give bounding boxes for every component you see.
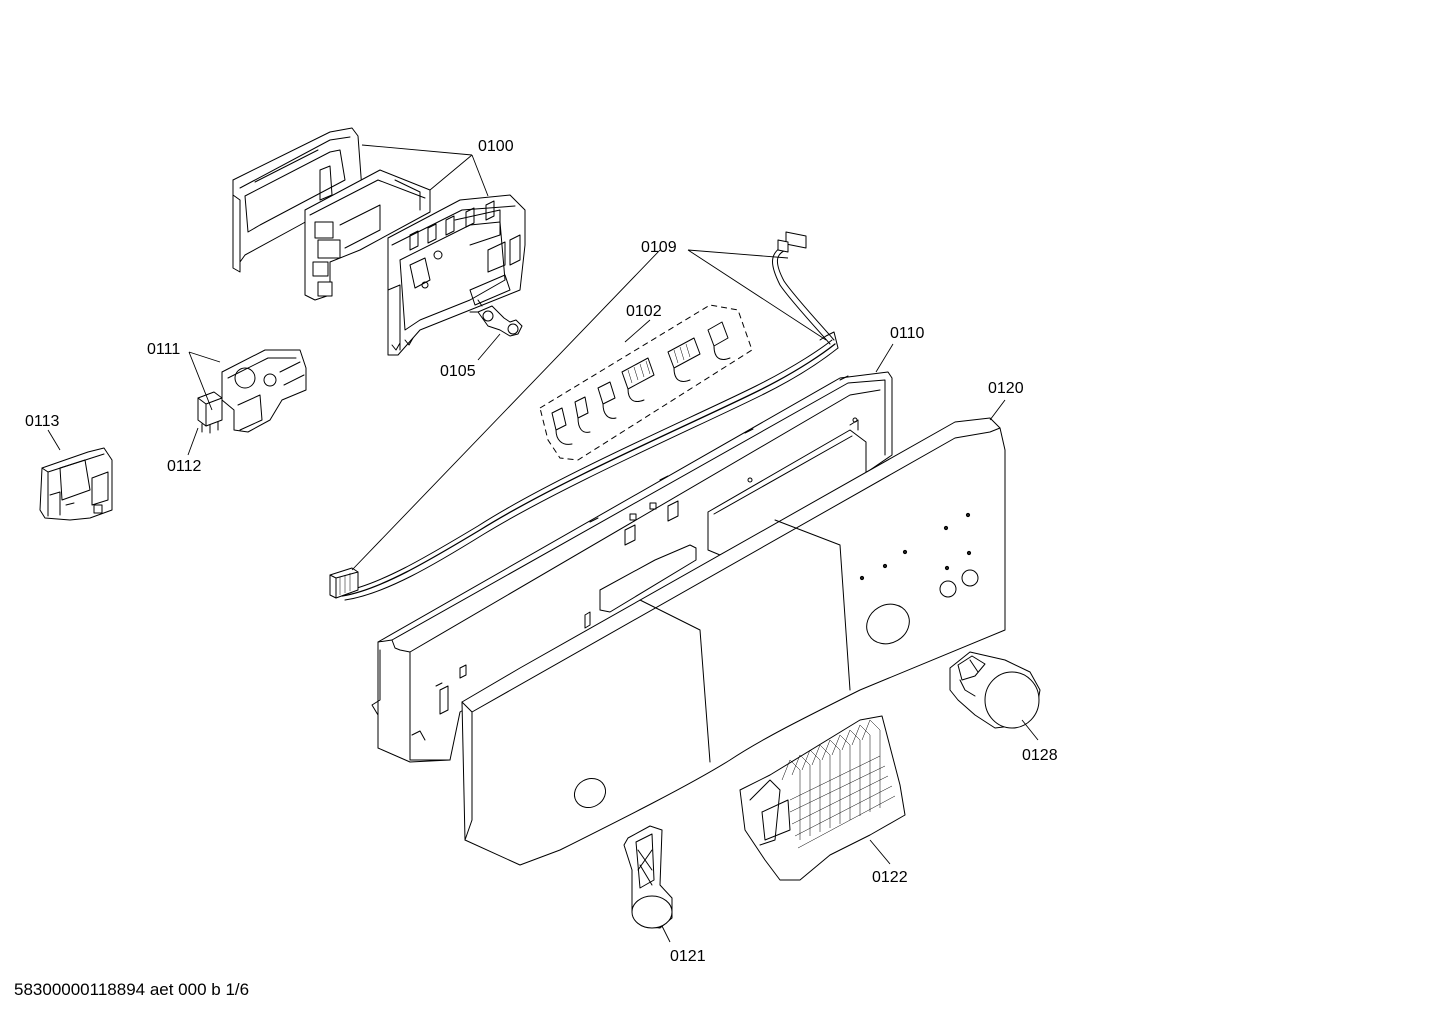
- part-0112-relay: [197, 391, 223, 434]
- part-0128-knob: [949, 651, 1041, 729]
- part-0109-wiring-harness: [329, 231, 839, 601]
- label-0100: 0100: [478, 138, 514, 155]
- label-0121: 0121: [670, 948, 706, 965]
- part-0102-connector-set: [539, 304, 753, 461]
- label-0102: 0102: [626, 303, 662, 320]
- label-0110: 0110: [890, 325, 925, 342]
- label-0111: 0111: [147, 341, 180, 358]
- part-0120-front-fascia: [461, 417, 1006, 866]
- part-0113-switch-block: [39, 447, 113, 521]
- label-0112: 0112: [167, 458, 202, 475]
- label-0122: 0122: [872, 869, 908, 886]
- label-0120: 0120: [988, 380, 1024, 397]
- part-labels: 0100 0102 0105 0109 0110 0111 0112 0113 …: [25, 138, 1058, 965]
- part-0111-switch: [221, 349, 307, 433]
- part-0121-pusher: [623, 825, 673, 929]
- label-0109: 0109: [641, 239, 677, 256]
- label-0105: 0105: [440, 363, 476, 380]
- part-0105-sensor: [469, 299, 523, 337]
- label-0113: 0113: [25, 413, 60, 430]
- leader-lines: [47, 144, 1039, 943]
- part-0122-drawer-grille: [739, 715, 906, 881]
- label-0128: 0128: [1022, 747, 1058, 764]
- part-0100-control-module: [232, 127, 526, 356]
- document-code: 58300000118894 aet 000 b 1/6: [14, 980, 250, 999]
